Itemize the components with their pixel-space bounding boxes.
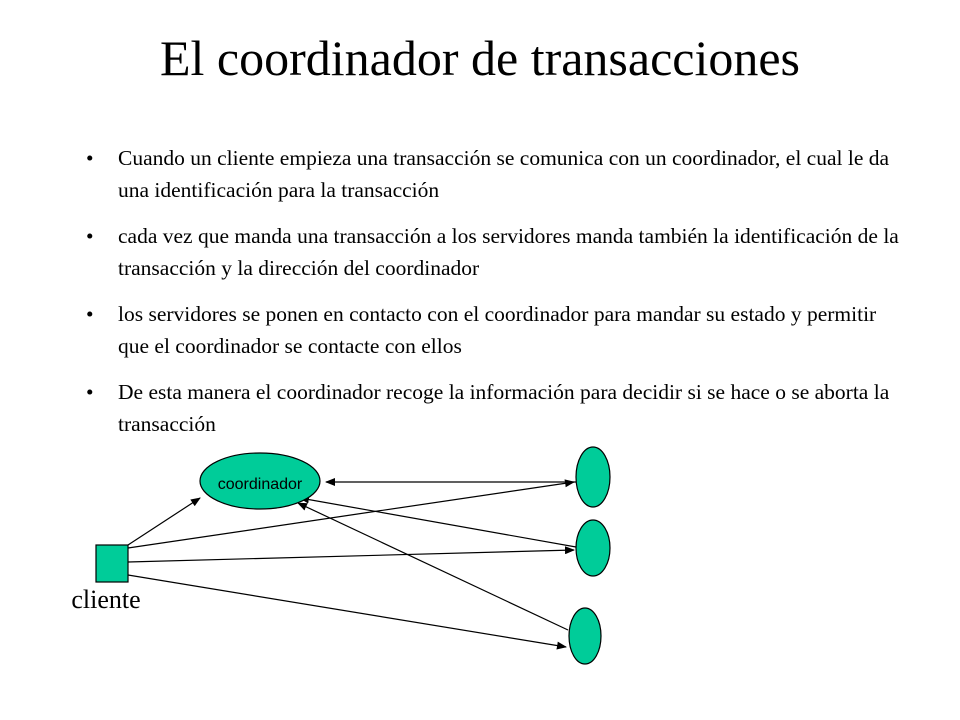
bullet-text: los servidores se ponen en contacto con … (118, 302, 877, 358)
coordinator-label: coordinador (218, 476, 303, 493)
bullet-text: De esta manera el coordinador recoge la … (118, 380, 890, 436)
bullet-item: • cada vez que manda una transacción a l… (80, 220, 900, 284)
arrow-client-to-server-3 (127, 574, 567, 650)
bullet-icon: • (86, 224, 94, 248)
bullet-item: • Cuando un cliente empieza una transacc… (80, 142, 900, 206)
bullet-list: • Cuando un cliente empieza una transacc… (80, 142, 900, 454)
bullet-item: • los servidores se ponen en contacto co… (80, 298, 900, 362)
arrow-client-to-coordinator (127, 497, 201, 546)
arrow-server-2-to-coordinator (299, 495, 577, 548)
arrow-server-3-to-coordinator (297, 502, 569, 631)
server-node-1 (575, 446, 611, 508)
bullet-text: Cuando un cliente empieza una transacció… (118, 146, 890, 202)
coordinator-node (199, 452, 321, 510)
bullet-icon: • (86, 302, 94, 326)
slide-title: El coordinador de transacciones (159, 30, 800, 86)
bullet-item: • De esta manera el coordinador recoge l… (80, 376, 900, 440)
bullet-icon: • (86, 146, 94, 170)
bullet-text: cada vez que manda una transacción a los… (118, 224, 899, 280)
client-node (95, 544, 129, 583)
server-node-3 (568, 607, 602, 665)
client-label: cliente (71, 585, 140, 614)
bullet-icon: • (86, 380, 94, 404)
arrow-client-to-server-1 (127, 479, 575, 549)
server-node-2 (575, 519, 611, 577)
arrow-client-to-server-2 (127, 546, 575, 563)
